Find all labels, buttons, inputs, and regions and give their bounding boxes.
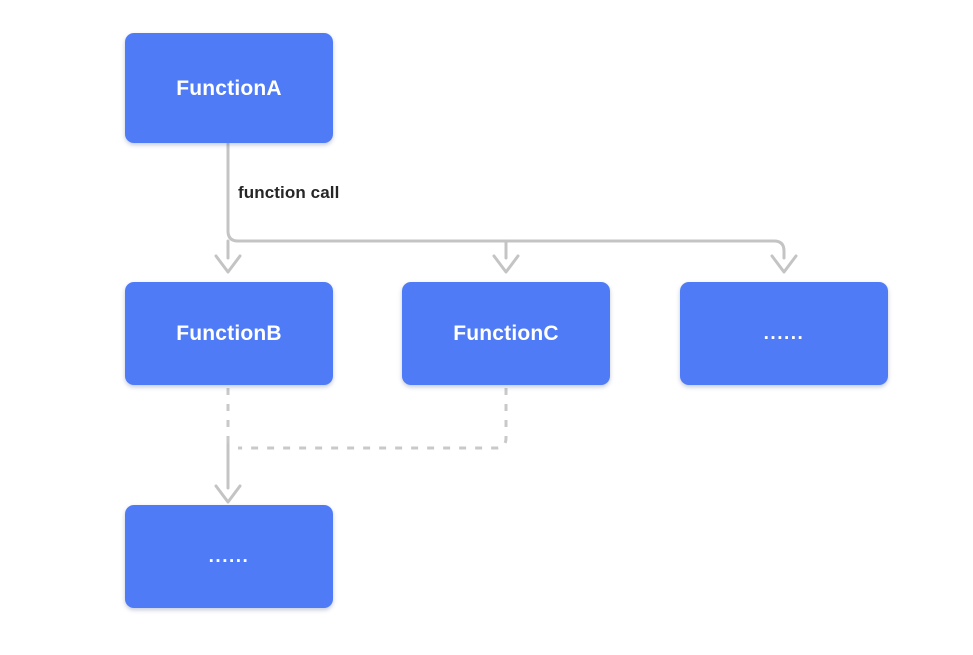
node-function-c-label: FunctionC	[453, 322, 559, 345]
arrowhead-to-b	[214, 254, 242, 274]
arrowhead-to-more-1	[770, 254, 798, 274]
node-more-functions-label: ......	[763, 323, 805, 344]
node-function-a-label: FunctionA	[176, 76, 282, 100]
edge-c-to-more-2-dashed	[238, 388, 508, 450]
arrowhead-to-c	[492, 254, 520, 274]
arrowhead-to-more-2	[214, 484, 242, 504]
node-function-c[interactable]: FunctionC	[402, 282, 610, 385]
edge-label-function-call: function call	[238, 183, 340, 202]
node-function-a[interactable]: FunctionA	[125, 33, 333, 143]
node-more-nested-calls-label: ......	[208, 546, 250, 567]
node-function-b-label: FunctionB	[176, 322, 282, 345]
node-function-b[interactable]: FunctionB	[125, 282, 333, 385]
node-more-nested-calls[interactable]: ......	[125, 505, 333, 608]
node-more-functions[interactable]: ......	[680, 282, 888, 385]
